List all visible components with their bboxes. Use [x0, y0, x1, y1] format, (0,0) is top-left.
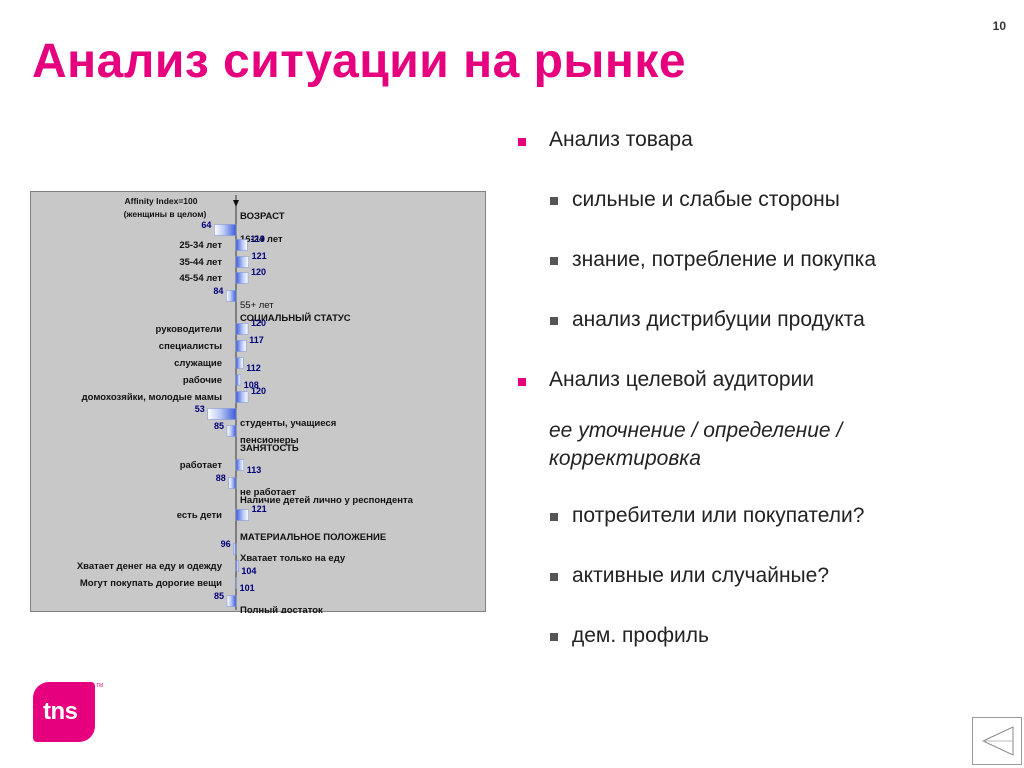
category-label: Хватает денег на еду и одежду — [77, 561, 223, 572]
category-label: 35-44 лет — [179, 257, 222, 268]
category-label: студенты, учащиеся — [240, 418, 336, 429]
bullet-text: Анализ товара — [549, 128, 693, 151]
bullet-text: анализ дистрибуции продукта — [572, 308, 865, 331]
bullet-square-icon — [550, 633, 558, 641]
bar-value-label: 96 — [221, 539, 231, 549]
baseline-arrow-icon — [233, 200, 239, 207]
bullet-square-icon — [550, 257, 558, 265]
section-heading: Наличие детей лично у респондента — [240, 495, 414, 506]
bullet-square-icon — [550, 317, 558, 325]
chart-bar — [235, 323, 249, 335]
bar-value-label: 85 — [214, 421, 224, 431]
category-label: 55+ лет — [240, 300, 274, 311]
chart-bar — [235, 357, 244, 369]
chart-bar — [226, 290, 237, 302]
category-label: служащие — [174, 358, 222, 369]
category-label: есть дети — [177, 510, 222, 521]
category-label: руководители — [156, 324, 223, 335]
bar-value-label: 85 — [214, 591, 224, 601]
section-heading: ВОЗРАСТ — [240, 211, 285, 222]
slide-title: Анализ ситуации на рынке — [32, 35, 687, 88]
bullet-square-icon — [550, 573, 558, 581]
slide-nav-back-button[interactable] — [972, 717, 1022, 765]
back-triangle-icon — [981, 726, 1014, 756]
baseline-label: Affinity Index=100 — [125, 196, 198, 206]
page-number: 10 — [992, 19, 1006, 33]
chart-bar — [226, 595, 237, 607]
bar-value-label: 88 — [216, 473, 226, 483]
chart-bar — [235, 509, 249, 521]
logo-trademark: TM — [96, 683, 104, 689]
affinity-chart-svg: Affinity Index=100 (женщины в целом) ВОЗРА… — [77, 195, 414, 613]
bar-value-label: 112 — [246, 363, 261, 373]
section-heading: СОЦИАЛЬНЫЙ СТАТУС — [240, 312, 351, 324]
category-label: домохозяйки, молодые мамы — [82, 392, 222, 403]
bar-value-label: 84 — [213, 286, 223, 296]
bullet-square-icon — [550, 513, 558, 521]
chart-bar — [235, 577, 237, 589]
tns-logo: tns — [33, 682, 95, 742]
bar-value-label: 104 — [241, 566, 256, 576]
bullet-text: знание, потребление и покупка — [572, 248, 877, 271]
chart-bar — [207, 408, 237, 420]
category-label: Хватает только на еду — [240, 553, 346, 564]
category-label: специалисты — [159, 341, 222, 352]
bar-value-label: 64 — [201, 220, 211, 230]
bar-value-label: 120 — [251, 267, 266, 277]
category-label: работает — [180, 460, 223, 471]
chart-bar — [235, 391, 249, 403]
category-label: 45-54 лет — [179, 273, 222, 284]
bar-value-label: 120 — [251, 386, 266, 396]
chart-bar — [214, 224, 237, 236]
category-label: Могут покупать дорогие вещи — [80, 578, 222, 589]
chart-bar — [226, 425, 237, 437]
bar-value-label: 101 — [240, 583, 255, 593]
bullet-text: активные или случайные? — [572, 564, 830, 587]
bullet-square-icon — [518, 378, 526, 386]
bullet-square-icon — [518, 138, 526, 146]
chart-bar — [235, 340, 247, 352]
logo-text: tns — [43, 698, 78, 725]
chart-bar — [235, 272, 249, 284]
baseline-sublabel: (женщины в целом) — [124, 209, 207, 219]
bar-value-label: 121 — [252, 251, 267, 261]
category-label: рабочие — [183, 375, 222, 386]
bar-value-label: 108 — [244, 380, 259, 390]
category-label: пенсионеры — [240, 435, 299, 446]
bullet-text: ее уточнение / определение / корректиров… — [549, 419, 843, 470]
bar-value-label: 119 — [250, 234, 265, 244]
category-label: 25-34 лет — [179, 240, 222, 251]
affinity-chart: Affinity Index=100 (женщины в целом) ВОЗРА… — [30, 191, 486, 613]
chart-bar — [235, 239, 248, 251]
bar-value-label: 113 — [247, 465, 262, 475]
chart-bar — [235, 256, 249, 268]
bullet-text: дем. профиль — [572, 624, 709, 647]
bullet-text: потребители или покупатели? — [572, 504, 865, 527]
bar-value-label: 53 — [195, 404, 205, 414]
chart-bar — [228, 477, 237, 489]
chart-bar — [235, 560, 239, 572]
bullet-text: сильные и слабые стороны — [572, 188, 840, 211]
bullet-text: Анализ целевой аудитории — [549, 368, 815, 391]
bar-value-label: 121 — [252, 504, 267, 514]
bar-value-label: 117 — [249, 335, 264, 345]
bar-value-label: 120 — [251, 318, 266, 328]
chart-bar — [235, 374, 242, 386]
category-label: не работает — [240, 487, 296, 498]
chart-bar — [235, 459, 245, 471]
section-heading: ЗАНЯТОСТЬ — [240, 443, 299, 454]
bullet-square-icon — [550, 197, 558, 205]
section-heading: МАТЕРИАЛЬНОЕ ПОЛОЖЕНИЕ — [240, 532, 386, 543]
category-label: 16-24 лет — [240, 234, 283, 245]
category-label: Полный достаток — [240, 605, 323, 613]
chart-bar — [233, 543, 237, 555]
